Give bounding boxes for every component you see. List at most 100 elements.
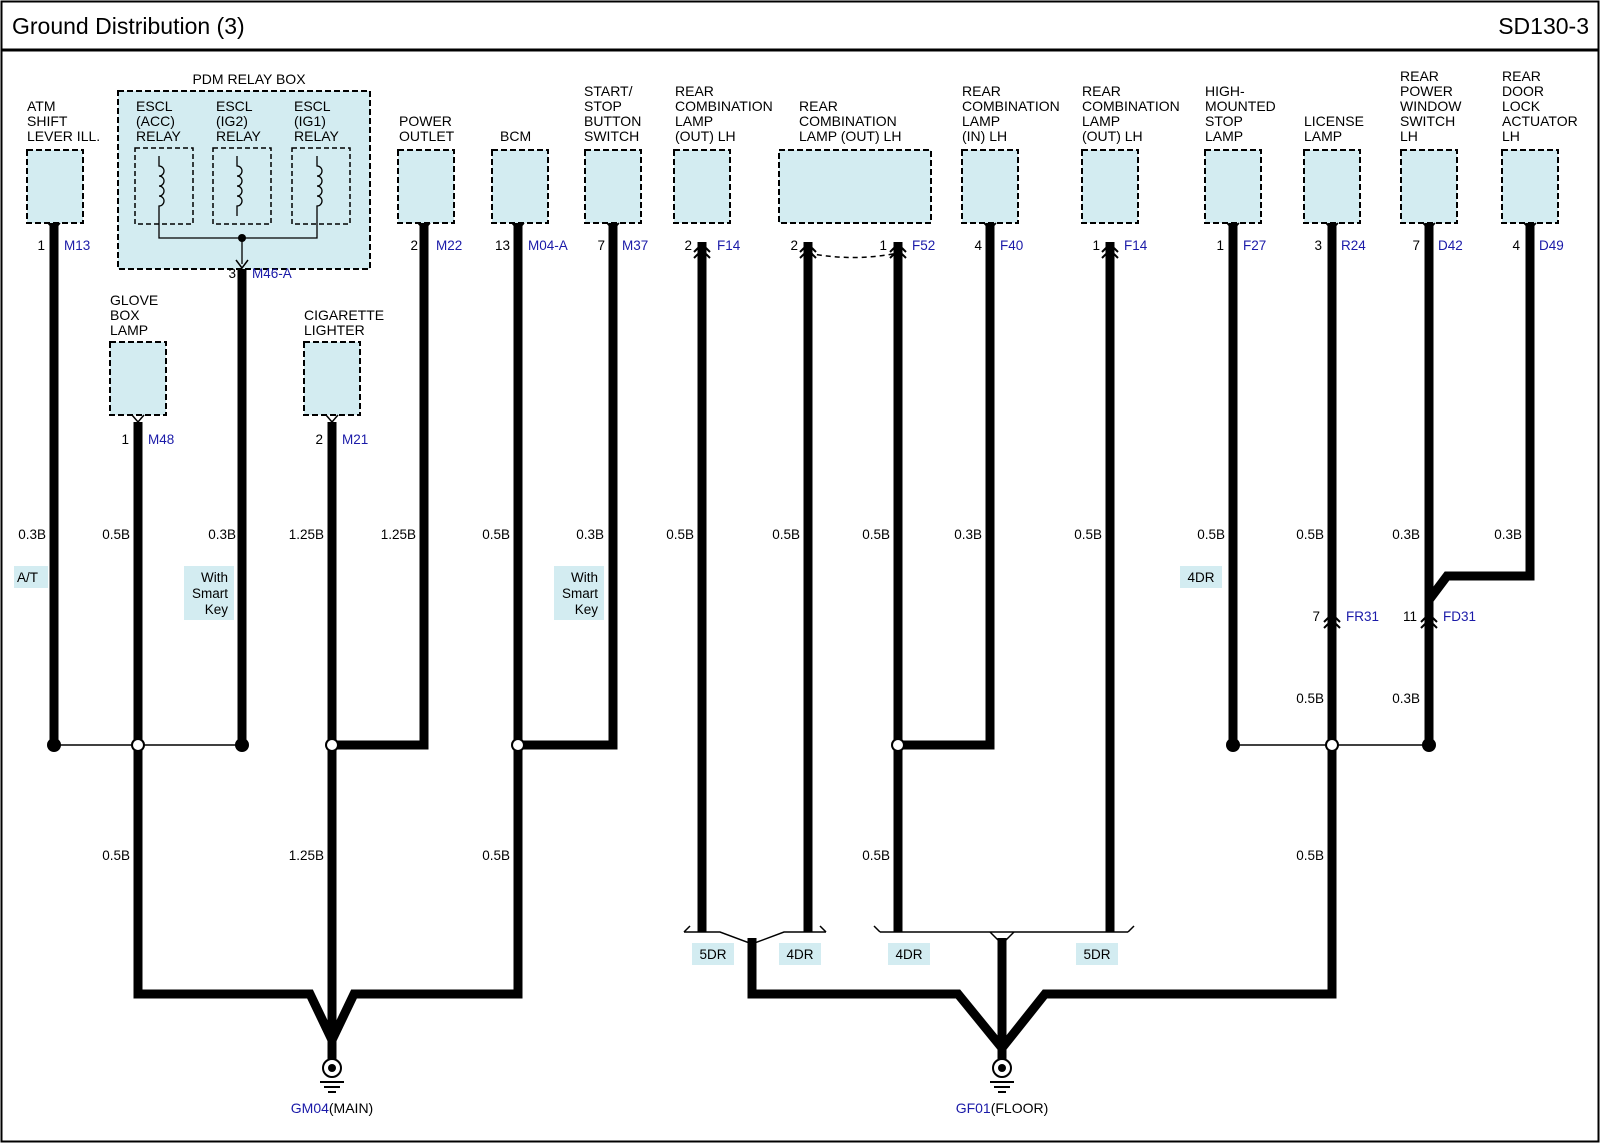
svg-text:Smart: Smart bbox=[562, 586, 598, 601]
svg-text:POWER: POWER bbox=[399, 113, 452, 129]
svg-text:LICENSE: LICENSE bbox=[1304, 113, 1364, 129]
svg-text:FD31: FD31 bbox=[1443, 609, 1476, 624]
svg-text:(ACC): (ACC) bbox=[136, 113, 175, 129]
svg-text:(IG1): (IG1) bbox=[294, 113, 326, 129]
pdm-labels: PDM RELAY BOX ESCL (ACC) RELAY ESCL (IG2… bbox=[136, 71, 340, 617]
svg-text:POWER: POWER bbox=[1400, 83, 1453, 99]
svg-text:(IG2): (IG2) bbox=[216, 113, 248, 129]
svg-text:1.25B: 1.25B bbox=[289, 527, 324, 542]
wires bbox=[49, 223, 1535, 1051]
component-start: START/ STOP BUTTON SWITCH 7 M37 0.3B Wit… bbox=[562, 83, 648, 617]
svg-text:LAMP (OUT) LH: LAMP (OUT) LH bbox=[799, 128, 901, 144]
svg-text:COMBINATION: COMBINATION bbox=[962, 98, 1060, 114]
svg-text:M37: M37 bbox=[622, 238, 648, 253]
svg-text:1: 1 bbox=[121, 432, 129, 447]
bcm-box bbox=[491, 149, 549, 224]
svg-text:5DR: 5DR bbox=[1083, 947, 1110, 962]
component-rclin: REAR COMBINATION LAMP (IN) LH 4 F40 0.3B bbox=[954, 83, 1060, 542]
svg-text:BCM: BCM bbox=[500, 128, 531, 144]
wire-bcm bbox=[327, 223, 523, 1042]
page-title: Ground Distribution (3) bbox=[12, 13, 245, 39]
svg-text:SWITCH: SWITCH bbox=[584, 128, 639, 144]
connector-tabs bbox=[47, 222, 1537, 424]
component-rpw: REAR POWER WINDOW SWITCH LH 7 D42 0.3B 1… bbox=[1392, 68, 1476, 706]
svg-text:2: 2 bbox=[684, 238, 692, 253]
svg-text:LH: LH bbox=[1400, 128, 1418, 144]
wire-rdl bbox=[1425, 223, 1535, 603]
svg-text:1.25B: 1.25B bbox=[381, 527, 416, 542]
svg-text:(IN) LH: (IN) LH bbox=[962, 128, 1007, 144]
svg-text:0.5B: 0.5B bbox=[1296, 848, 1324, 863]
svg-text:WINDOW: WINDOW bbox=[1400, 98, 1462, 114]
component-bcm: BCM 13 M04-A 0.5B 0.5B bbox=[482, 128, 568, 863]
atm-box bbox=[26, 149, 84, 224]
wire-license bbox=[998, 223, 1337, 1051]
component-glove: GLOVE BOX LAMP 1 M48 0.5B 0.5B bbox=[102, 292, 174, 863]
svg-text:LH: LH bbox=[1502, 128, 1520, 144]
option-splits bbox=[683, 925, 1135, 946]
svg-text:REAR: REAR bbox=[1502, 68, 1541, 84]
svg-text:GLOVE: GLOVE bbox=[110, 292, 158, 308]
svg-text:STOP: STOP bbox=[584, 98, 622, 114]
svg-text:DOOR: DOOR bbox=[1502, 83, 1544, 99]
svg-text:SHIFT: SHIFT bbox=[27, 113, 68, 129]
svg-text:2: 2 bbox=[790, 238, 798, 253]
svg-text:LEVER ILL.: LEVER ILL. bbox=[27, 128, 100, 144]
svg-text:7: 7 bbox=[597, 238, 605, 253]
svg-text:0.3B: 0.3B bbox=[1494, 527, 1522, 542]
svg-text:0.5B: 0.5B bbox=[1197, 527, 1225, 542]
pdm-connector: M46-A bbox=[252, 266, 292, 281]
ground-gf01-label: GF01(FLOOR) bbox=[956, 1100, 1049, 1116]
pdm-wire: 0.3B bbox=[208, 527, 236, 542]
rcl1-box bbox=[673, 149, 731, 224]
svg-text:With: With bbox=[201, 570, 228, 585]
svg-text:RELAY: RELAY bbox=[136, 128, 182, 144]
pdm-junction bbox=[238, 234, 246, 242]
svg-text:REAR: REAR bbox=[799, 98, 838, 114]
wire-rclin bbox=[898, 223, 995, 750]
svg-text:F40: F40 bbox=[1000, 238, 1023, 253]
component-atm: ATM SHIFT LEVER ILL. 1 M13 0.3B A/T bbox=[17, 98, 100, 585]
svg-text:COMBINATION: COMBINATION bbox=[799, 113, 897, 129]
component-cigar: CIGARETTE LIGHTER 2 M21 1.25B 1.25B bbox=[289, 307, 384, 863]
cigar-box bbox=[303, 341, 361, 416]
svg-text:LAMP: LAMP bbox=[675, 113, 713, 129]
svg-text:4DR: 4DR bbox=[895, 947, 922, 962]
component-rdl: REAR DOOR LOCK ACTUATOR LH 4 D49 0.3B bbox=[1494, 68, 1578, 542]
wire-power bbox=[332, 223, 429, 750]
svg-text:3: 3 bbox=[1314, 238, 1322, 253]
svg-text:MOUNTED: MOUNTED bbox=[1205, 98, 1276, 114]
svg-text:0.3B: 0.3B bbox=[954, 527, 982, 542]
svg-text:1: 1 bbox=[1092, 238, 1100, 253]
svg-text:START/: START/ bbox=[584, 83, 633, 99]
svg-text:ACTUATOR: ACTUATOR bbox=[1502, 113, 1578, 129]
svg-text:ESCL: ESCL bbox=[136, 98, 173, 114]
pdm-pin: 3 bbox=[228, 266, 236, 281]
svg-text:R24: R24 bbox=[1341, 238, 1366, 253]
svg-text:F52: F52 bbox=[912, 238, 935, 253]
svg-text:BOX: BOX bbox=[110, 307, 140, 323]
svg-text:HIGH-: HIGH- bbox=[1205, 83, 1245, 99]
svg-text:COMBINATION: COMBINATION bbox=[675, 98, 773, 114]
option-label-backgrounds bbox=[14, 566, 1222, 965]
rcl3-box bbox=[1081, 149, 1139, 224]
svg-text:7: 7 bbox=[1412, 238, 1420, 253]
svg-text:7: 7 bbox=[1312, 609, 1320, 624]
component-rcl1: REAR COMBINATION LAMP (OUT) LH 2 F14 0.5… bbox=[666, 83, 773, 962]
svg-text:(OUT) LH: (OUT) LH bbox=[675, 128, 736, 144]
svg-text:0.5B: 0.5B bbox=[772, 527, 800, 542]
svg-text:4DR: 4DR bbox=[1187, 570, 1214, 585]
svg-text:0.5B: 0.5B bbox=[1296, 691, 1324, 706]
svg-text:With: With bbox=[571, 570, 598, 585]
svg-text:OUTLET: OUTLET bbox=[399, 128, 455, 144]
component-rcl3: REAR COMBINATION LAMP (OUT) LH 1 F14 0.5… bbox=[1074, 83, 1180, 962]
svg-text:REAR: REAR bbox=[1082, 83, 1121, 99]
svg-text:F27: F27 bbox=[1243, 238, 1266, 253]
svg-text:LAMP: LAMP bbox=[1304, 128, 1342, 144]
svg-text:4: 4 bbox=[974, 238, 982, 253]
start-box bbox=[584, 149, 642, 224]
svg-text:LAMP: LAMP bbox=[962, 113, 1000, 129]
ground-gf01 bbox=[990, 1048, 1014, 1093]
svg-text:0.3B: 0.3B bbox=[18, 527, 46, 542]
pdm-box-title: PDM RELAY BOX bbox=[192, 71, 306, 87]
